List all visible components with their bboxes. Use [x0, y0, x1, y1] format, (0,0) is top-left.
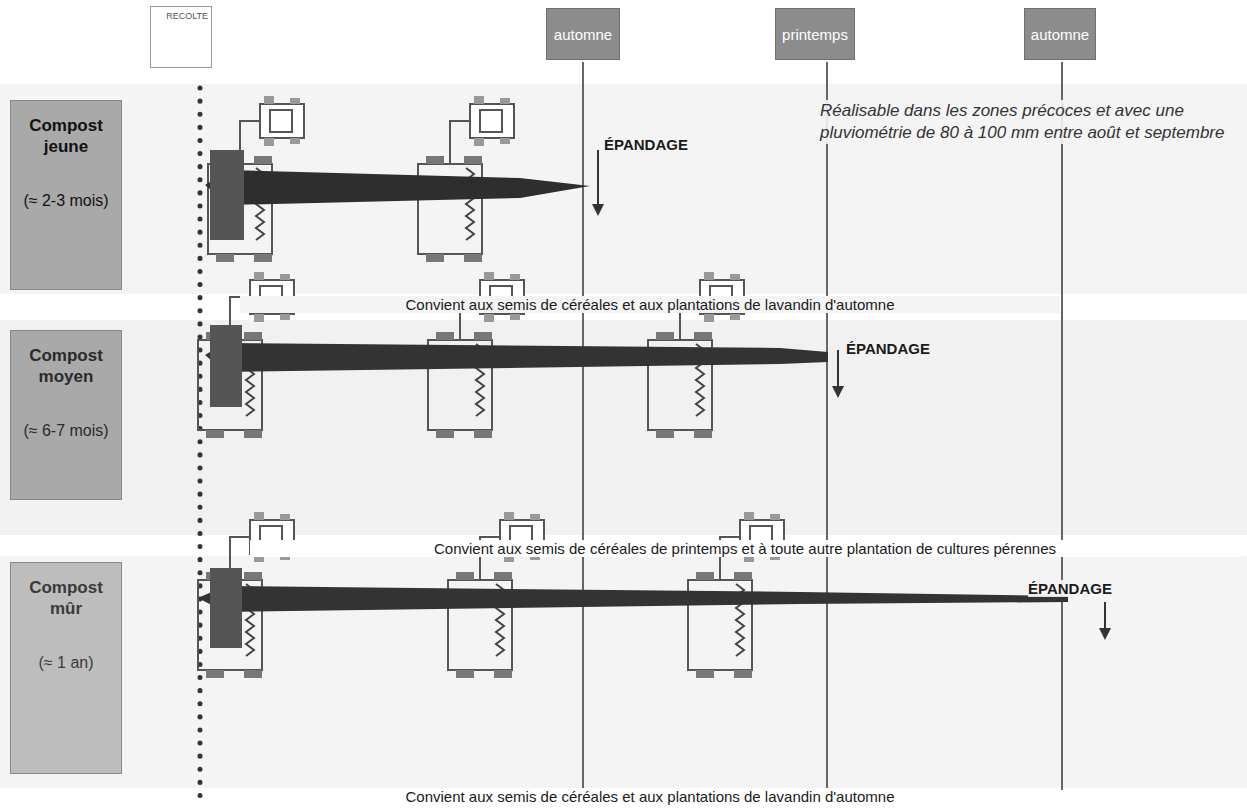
- box-title: automne: [1031, 26, 1089, 43]
- box-title: RECOLTE: [166, 11, 208, 21]
- harvest-icon-box: RECOLTE: [150, 6, 212, 68]
- compost-box: Compost moyen (≈ 6-7 mois): [10, 330, 122, 500]
- caption: Convient aux semis de céréales et aux pl…: [240, 296, 1060, 313]
- caption: Convient aux semis de céréales de printe…: [250, 540, 1240, 557]
- spreading-label: ÉPANDAGE: [604, 136, 714, 153]
- season-box: automne: [1024, 8, 1096, 60]
- box-title: Compost mûr: [11, 577, 121, 620]
- spreading-label: ÉPANDAGE: [846, 340, 956, 357]
- compost-box: Compost jeune (≈ 2-3 mois): [10, 100, 122, 290]
- note: Réalisable dans les zones précoces et av…: [820, 100, 1240, 144]
- box-subtitle: (≈ 2-3 mois): [23, 192, 108, 210]
- box-title: automne: [554, 26, 612, 43]
- box-subtitle: (≈ 6-7 mois): [23, 422, 108, 440]
- box-subtitle: (≈ 1 an): [38, 654, 93, 672]
- spreading-label: ÉPANDAGE: [1028, 580, 1138, 597]
- compost-box: Compost mûr (≈ 1 an): [10, 562, 122, 774]
- caption: Convient aux semis de céréales et aux pl…: [240, 788, 1060, 805]
- box-title: Compost jeune: [11, 115, 121, 158]
- season-box: printemps: [775, 8, 855, 60]
- box-title: printemps: [782, 26, 848, 43]
- season-box: automne: [546, 8, 620, 60]
- box-title: Compost moyen: [11, 345, 121, 388]
